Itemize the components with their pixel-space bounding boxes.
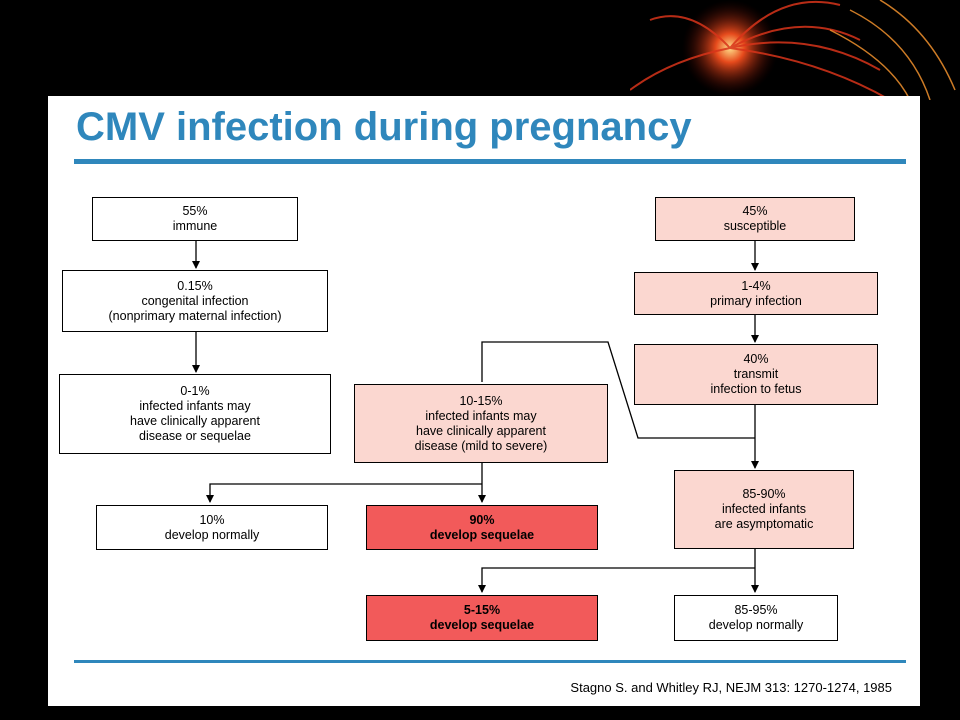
box-infected-left-line3: disease or sequelae [139,429,251,443]
box-infected-left-pct: 0-1% [180,384,210,398]
firework-decoration [630,0,956,100]
box-immune-label: immune [172,219,218,233]
box-primary-pct: 1-4% [741,278,771,293]
box-infected-infants-mid: 10-15% infected infants may have clinica… [354,384,608,463]
box-susceptible-label: susceptible [723,219,787,233]
box-infected-infants-left: 0-1% infected infants may have clinicall… [59,374,331,454]
box-infected-mid-line1: infected infants may [425,408,537,423]
box-infected-mid-line2: have clinically apparent [416,423,546,438]
box-normal-85-pct: 85-95% [734,603,778,617]
box-develop-normally-10: 10% develop normally [96,505,328,550]
box-congenital-infection: 0.15% congenital infection (nonprimary m… [62,270,328,332]
box-normal-10-label: develop normally [164,527,260,542]
citation: Stagno S. and Whitley RJ, NEJM 313: 1270… [570,680,892,695]
footer-rule [74,660,906,663]
box-infected-left-line1: infected infants may [139,399,251,413]
box-normal-85-label: develop normally [708,618,804,632]
title-underline [74,159,906,164]
slide: CMV infection during pregnancy [48,96,920,706]
slide-title: CMV infection during pregnancy [76,105,692,149]
box-develop-sequelae-5: 5-15% develop sequelae [366,595,598,641]
flow-arrows [192,240,759,593]
box-transmit-pct: 40% [743,352,769,366]
box-congenital-note: (nonprimary maternal infection) [108,308,282,323]
box-sequelae-5-pct: 5-15% [463,603,501,617]
box-normal-10-pct: 10% [199,512,225,527]
box-immune-pct: 55% [182,204,208,218]
box-sequelae-90-pct: 90% [469,512,495,527]
box-transmit: 40% transmit infection to fetus [634,344,878,405]
box-transmit-line2: infection to fetus [710,382,802,396]
box-asymptomatic: 85-90% infected infants are asymptomatic [674,470,854,549]
box-asymptomatic-line2: are asymptomatic [714,517,814,531]
box-asymptomatic-pct: 85-90% [742,487,786,501]
box-congenital-label: congenital infection [141,293,249,308]
box-infected-mid-line3: disease (mild to severe) [414,438,548,453]
box-sequelae-5-label: develop sequelae [429,618,535,632]
box-infected-mid-pct: 10-15% [459,393,503,408]
box-develop-sequelae-90: 90% develop sequelae [366,505,598,550]
box-immune: 55% immune [92,197,298,241]
box-infected-left-line2: have clinically apparent [130,414,260,428]
box-sequelae-90-label: develop sequelae [429,527,535,542]
box-susceptible-pct: 45% [742,204,768,218]
box-develop-normally-85: 85-95% develop normally [674,595,838,641]
box-primary-label: primary infection [710,293,802,308]
box-congenital-pct: 0.15% [177,278,213,293]
box-susceptible: 45% susceptible [655,197,855,241]
box-primary-infection: 1-4% primary infection [634,272,878,315]
box-asymptomatic-line1: infected infants [721,502,807,516]
box-transmit-line1: transmit [733,367,779,381]
